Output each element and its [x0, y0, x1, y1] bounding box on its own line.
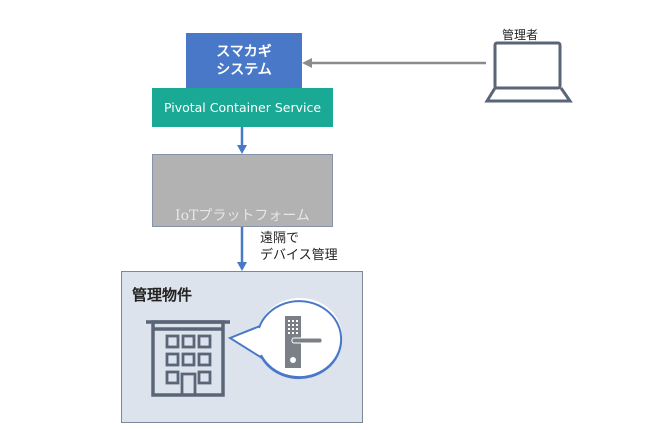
building-icon: [146, 320, 230, 397]
property-title: 管理物件: [132, 286, 193, 304]
admin-label: 管理者: [502, 28, 539, 42]
smart-lock-icon: [285, 316, 323, 368]
system-label-line1: スマカギ: [216, 43, 272, 60]
iot-to-property-arrow: [237, 227, 247, 271]
remote-management-label: 遠隔で デバイス管理: [260, 230, 338, 264]
pcs-label: Pivotal Container Service: [163, 100, 322, 115]
remote-label-line1: 遠隔で: [260, 231, 300, 246]
system-label-line2: システム: [216, 61, 272, 78]
managed-property-box: 管理物件: [121, 271, 363, 423]
iot-label: IoTプラットフォーム: [175, 208, 310, 224]
laptop-icon: [484, 41, 573, 103]
smakagi-system-box: スマカギ システム: [186, 33, 302, 88]
property-icons: [146, 298, 343, 397]
admin-to-system-arrow: [302, 58, 486, 68]
pivotal-container-service-box: Pivotal Container Service: [152, 88, 333, 127]
remote-label-line2: デバイス管理: [260, 248, 338, 263]
pcs-to-iot-arrow: [237, 127, 247, 154]
iot-platform-box: IoTプラットフォーム: [152, 154, 333, 227]
